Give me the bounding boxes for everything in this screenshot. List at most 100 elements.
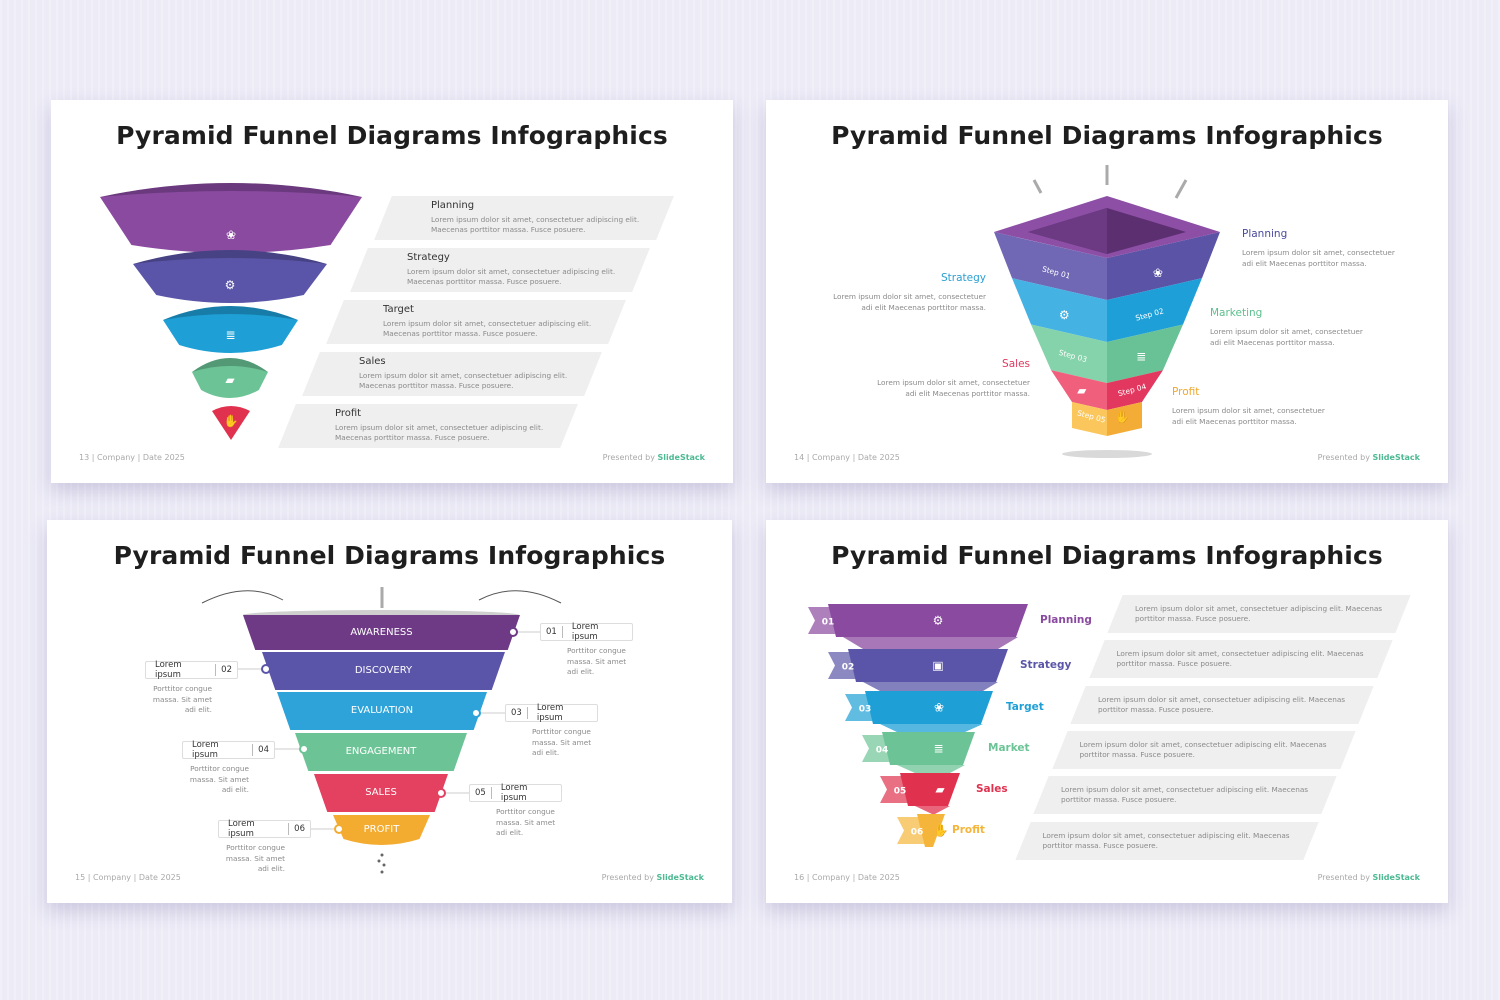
credit: Presented by SlideStack xyxy=(603,453,705,462)
item-description: adi elit Maecenas porttitor massa. xyxy=(861,303,986,312)
item-description: porttitor massa. Fusce posuere. xyxy=(1042,840,1159,850)
stage-marker xyxy=(508,627,518,637)
slide-title: Pyramid Funnel Diagrams Infographics xyxy=(831,121,1383,150)
company: Company xyxy=(811,873,851,882)
item-description: Lorem ipsum dolor sit amet, consectetuer… xyxy=(359,371,568,380)
stage-label: EVALUATION xyxy=(350,705,414,716)
slide-title: Pyramid Funnel Diagrams Infographics xyxy=(831,541,1383,570)
funnel-layer-right-face xyxy=(1107,278,1202,342)
funnel-layer-left-face xyxy=(1012,278,1107,342)
band-rim xyxy=(100,183,362,197)
funnel-band-strategy xyxy=(133,250,327,303)
callout-label: Lorem ipsum xyxy=(155,660,182,680)
ribbon-tab xyxy=(897,817,929,844)
step-number: 06 xyxy=(911,828,924,838)
ribbon-target xyxy=(865,691,993,724)
people-icon: ❀ xyxy=(226,228,236,242)
callout-description: Porttitor congue xyxy=(153,684,212,693)
callout-description: massa. Sit amet xyxy=(152,694,212,704)
date: Date 2025 xyxy=(857,453,900,462)
curved-arrow-icon xyxy=(478,590,562,604)
item-description: Lorem ipsum dolor sit amet, consectetuer… xyxy=(1098,694,1346,704)
credit: Presented by SlideStack xyxy=(602,873,704,882)
brand: SlideStack xyxy=(1372,873,1420,882)
folder-icon: ▰ xyxy=(1077,384,1087,398)
callout-description: massa. Sit amet xyxy=(532,737,592,747)
funnel-stage-discovery xyxy=(262,652,505,690)
database-icon: ≣ xyxy=(933,742,943,756)
item-heading: Sales xyxy=(359,356,386,367)
item-heading: Profit xyxy=(335,408,362,419)
callout-label: Lorem ipsum xyxy=(500,783,528,803)
item-heading: Profit xyxy=(952,824,985,836)
slide-footer: 16 | Company | Date 2025 xyxy=(794,873,900,882)
band-rim xyxy=(192,358,268,372)
callout-description: Porttitor congue xyxy=(190,764,249,773)
item-heading: Sales xyxy=(976,783,1008,795)
funnel-layer-right-face xyxy=(1107,232,1220,300)
item-heading: Strategy xyxy=(941,272,986,284)
slide-thumbnail-16[interactable]: Pyramid Funnel Diagrams Infographics 01⚙… xyxy=(766,520,1448,903)
item-heading: Strategy xyxy=(1020,659,1072,671)
callout-description: adi elit. xyxy=(567,667,595,676)
item-heading: Marketing xyxy=(1210,307,1263,319)
funnel-layer-left-face xyxy=(1051,370,1107,410)
slide-thumbnail-13[interactable]: Pyramid Funnel Diagrams Infographics ❀⚙≣… xyxy=(51,100,733,483)
item-heading: Sales xyxy=(1002,358,1030,370)
callout-label: Lorem ipsum xyxy=(228,819,255,839)
callout-box: 02 Lorem ipsum xyxy=(145,660,238,680)
callout-number: 02 xyxy=(215,664,237,676)
item-description: adi elit Maecenas porttitor massa. xyxy=(905,389,1030,398)
brand: SlideStack xyxy=(656,873,704,882)
ribbon-tab xyxy=(862,735,894,762)
item-heading: Planning xyxy=(431,200,475,211)
item-description: porttitor massa. Fusce posuere. xyxy=(1098,704,1214,714)
company: Company xyxy=(92,873,132,882)
item-description: adi elit Maecenas porttitor massa. xyxy=(1172,417,1297,426)
step-number: 03 xyxy=(859,705,872,715)
item-description: Lorem ipsum dolor sit amet, consectetuer xyxy=(1242,248,1395,257)
item-description: porttitor massa. Fusce posuere. xyxy=(1116,659,1233,669)
item-description: Lorem ipsum dolor sit amet, consectetuer… xyxy=(1116,649,1364,659)
callout-description: massa. Sit amet xyxy=(496,817,556,827)
callout-description: Porttitor congue xyxy=(532,727,591,736)
gear-icon: ⚙ xyxy=(933,614,944,628)
slide-thumbnail-15[interactable]: Pyramid Funnel Diagrams Infographics 15 … xyxy=(47,520,732,903)
slide-footer: 14 | Company | Date 2025 xyxy=(794,453,900,462)
gear-icon: ⚙ xyxy=(1059,308,1070,322)
ribbon-fold xyxy=(915,806,950,814)
ribbon-tab xyxy=(828,652,860,679)
folder-icon: ▰ xyxy=(935,783,945,797)
stage-label: PROFIT xyxy=(363,824,400,835)
callout-description: Porttitor congue xyxy=(496,807,555,816)
presented-by: Presented by xyxy=(601,873,654,882)
presented-by: Presented by xyxy=(1317,453,1370,462)
slide-footer: 13 | Company | Date 2025 xyxy=(79,453,185,462)
callout-description: adi elit. xyxy=(221,785,249,794)
stage-label: SALES xyxy=(365,787,397,798)
date: Date 2025 xyxy=(138,873,181,882)
people-icon: ❀ xyxy=(1153,266,1163,280)
stage-marker xyxy=(261,664,271,674)
funnel-layer-left-face xyxy=(994,232,1107,300)
ribbon-tab xyxy=(808,607,840,634)
item-description: Maecenas porttitor massa. Fusce posuere. xyxy=(359,381,514,390)
credit: Presented by SlideStack xyxy=(1318,873,1420,882)
credit: Presented by SlideStack xyxy=(1318,453,1420,462)
people-icon: ❀ xyxy=(934,701,944,715)
callout-label: Lorem ipsum xyxy=(536,703,564,723)
slide-title: Pyramid Funnel Diagrams Infographics xyxy=(113,541,666,570)
brand: SlideStack xyxy=(1372,453,1420,462)
item-description: Lorem ipsum dolor sit amet, consectetuer xyxy=(1210,327,1363,336)
stage-marker xyxy=(334,824,344,834)
item-description: porttitor massa. Fusce posuere. xyxy=(1061,795,1177,805)
slide-footer: 15 | Company | Date 2025 xyxy=(75,873,181,882)
ribbon-fold xyxy=(880,724,983,732)
stage-label: AWARENESS xyxy=(350,626,413,638)
callout-description: Porttitor congue xyxy=(226,843,285,852)
item-heading: Market xyxy=(988,742,1030,754)
slide-thumbnail-14[interactable]: Pyramid Funnel Diagrams Infographics Ste… xyxy=(766,100,1448,483)
stage-marker xyxy=(436,788,446,798)
